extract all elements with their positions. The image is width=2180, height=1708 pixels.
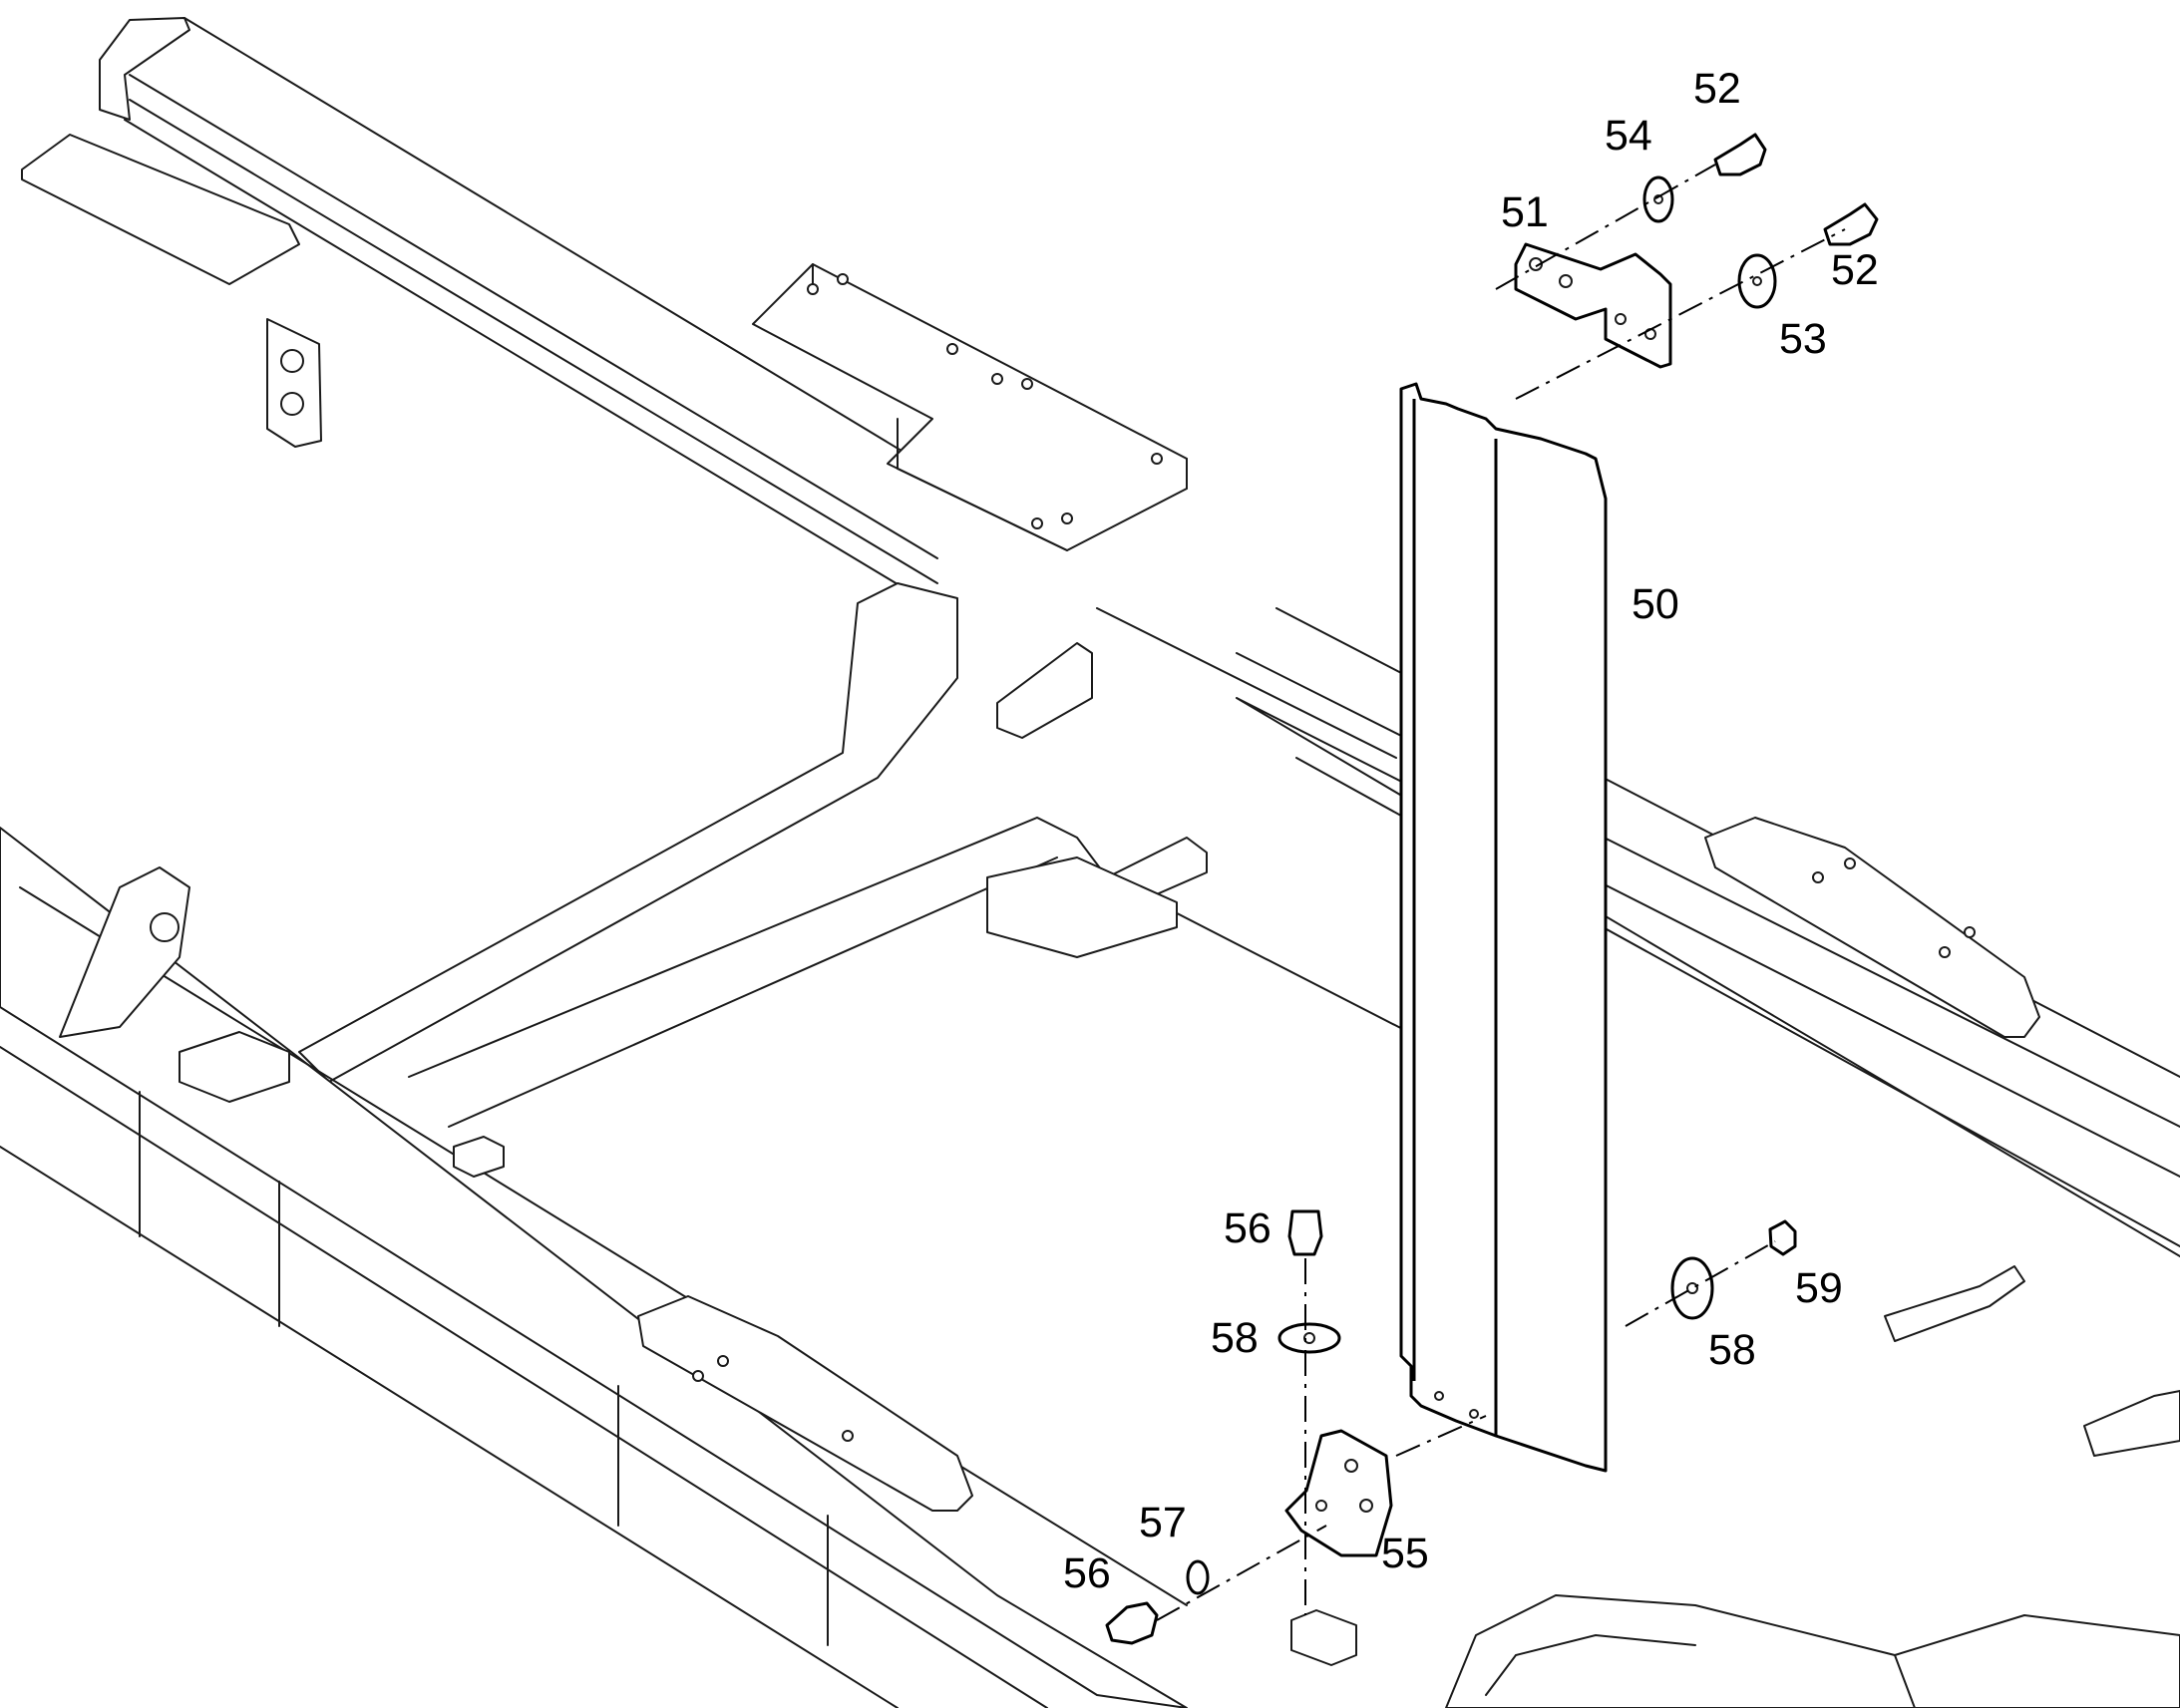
part-56-bolt-top (1287, 1209, 1323, 1256)
top-centerlines (1495, 164, 1846, 400)
right-pad (1704, 817, 2040, 1038)
callout-55: 55 (1381, 1530, 1429, 1577)
callout-59: 59 (1795, 1264, 1843, 1312)
bolt-hole (1964, 926, 1976, 938)
centerline (1495, 164, 1716, 290)
upper-right-rail (1096, 607, 2180, 1257)
bolt-hole (991, 373, 1003, 385)
lower-left-rail (0, 827, 1188, 1708)
slot-hole (1559, 274, 1573, 288)
callout-54: 54 (1605, 112, 1652, 160)
bottom-block (1290, 1609, 1357, 1666)
callout-56: 56 (1224, 1204, 1272, 1252)
part-57-washer (1186, 1559, 1210, 1595)
panel-hole (1469, 1409, 1479, 1419)
centerline (1515, 228, 1846, 400)
bolt-hole (807, 283, 819, 295)
washer-hole (1686, 1282, 1698, 1294)
slot-hole (1615, 313, 1627, 325)
callout-50: 50 (1632, 580, 1679, 628)
bolt-hole (1939, 946, 1951, 958)
bolt-hole (1021, 378, 1033, 390)
centerline (1625, 1240, 1776, 1327)
callout-53: 53 (1779, 315, 1827, 363)
left-lug (59, 866, 190, 1038)
part-50-cover-panel (1399, 382, 1608, 1473)
upper-left-rail-edge (124, 17, 998, 609)
slot-hole (1359, 1499, 1373, 1513)
bottom-centerlines (1156, 1240, 1776, 1621)
upper-left-tab (266, 318, 322, 448)
bolt-hole (717, 1355, 729, 1367)
panel-outline (1399, 382, 1608, 1473)
bracket-55-outline (1284, 1429, 1393, 1557)
bolt-hole (1151, 453, 1163, 465)
bottom-axle-housing (1445, 1594, 2180, 1708)
slot-hole (1344, 1459, 1358, 1473)
bolt-hole (692, 1370, 704, 1382)
bottom-fasteners (1105, 1209, 1797, 1645)
tab-hole (280, 349, 304, 373)
bolt-hole (946, 343, 958, 355)
bolt-hole (1812, 871, 1824, 883)
callout-51: 51 (1501, 188, 1549, 236)
centerline (1156, 1525, 1327, 1621)
washer-hole (1752, 276, 1762, 286)
right-bracket (1884, 1265, 2025, 1342)
part-55-lower-bracket (1284, 1429, 1393, 1557)
slot-hole (1315, 1500, 1327, 1512)
callout-52: 52 (1693, 65, 1741, 113)
tab-hole (280, 392, 304, 416)
top-fasteners (1642, 133, 1879, 309)
cross-member (298, 582, 958, 1083)
centerline (1395, 1415, 1487, 1457)
chassis-frame (0, 17, 2180, 1708)
bottom-axle-detail (1485, 1633, 1916, 1708)
lug-hole (150, 912, 180, 942)
lower-left-rail-edges (0, 886, 1188, 1708)
cross-member-lower (408, 816, 1497, 1128)
bolt-hole (842, 1430, 854, 1442)
bolt-hole (1061, 512, 1073, 524)
bolt-hole (837, 273, 849, 285)
callouts: 50 51 52 52 53 54 55 56 56 57 58 58 59 (1063, 65, 1879, 1597)
part-56-bolt-bottom (1105, 1601, 1159, 1645)
left-block (179, 1031, 290, 1103)
part-52-bolt-upper (1713, 133, 1767, 176)
callout-56: 56 (1063, 1549, 1111, 1597)
cross-member-bracket (996, 642, 1093, 739)
part-59-nut (1768, 1219, 1797, 1256)
small-block (453, 1136, 505, 1178)
callout-57: 57 (1139, 1499, 1187, 1546)
part-51-upper-bracket (1514, 242, 1672, 369)
upper-left-plate (21, 134, 300, 285)
callout-52: 52 (1831, 246, 1879, 294)
center-mount-plate (752, 263, 1188, 551)
callout-58: 58 (1708, 1326, 1756, 1374)
right-bracket-2 (2083, 1390, 2180, 1457)
bolt-hole (1844, 857, 1856, 869)
part-52-bolt-right (1823, 202, 1879, 246)
lower-pad (637, 1295, 973, 1512)
upper-left-rail (99, 17, 190, 121)
bolt-hole (1031, 517, 1043, 529)
callout-58: 58 (1211, 1314, 1259, 1362)
hanger-block (986, 856, 1178, 958)
bracket-51-outline (1514, 242, 1672, 369)
panel-hole (1434, 1391, 1444, 1401)
